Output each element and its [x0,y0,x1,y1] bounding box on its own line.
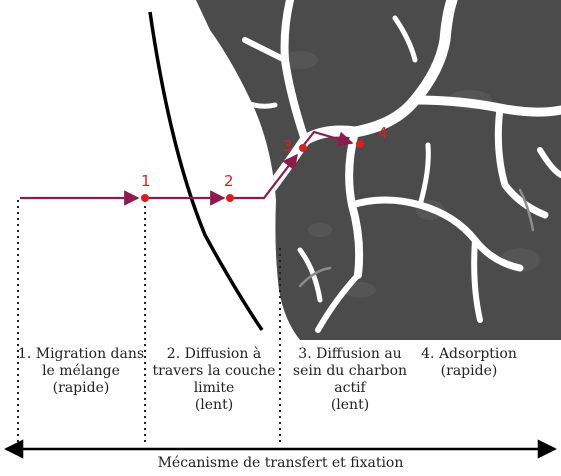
diagram-caption: Mécanisme de transfert et fixation [157,455,404,471]
point-2-marker [226,194,234,202]
point-2-number: 2 [224,172,234,190]
point-4-number: 4 [378,124,388,142]
arrow-pore-diffusion [302,130,354,147]
transfer-points: 1 2 3 4 [141,124,388,202]
transfer-path [20,130,354,206]
boundary-layer-line [148,11,264,331]
step-separators [17,200,281,444]
step-1-label: 1. Migration dans le mélange (rapide) [17,346,145,396]
step-3-label: 3. Diffusion au sein du charbon actif (l… [292,346,408,413]
step-4-label: 4. Adsorption (rapide) [421,346,517,379]
point-1-number: 1 [141,172,151,190]
carbon-grain [196,0,561,340]
point-4-marker [356,140,364,148]
point-1-marker [141,194,149,202]
point-3-marker [299,144,307,152]
pore-shadows [298,188,535,288]
step-2-label: 2. Diffusion à travers la couche limite … [152,346,276,413]
point-3-number: 3 [283,137,293,155]
arrow-pore-entry [232,153,298,200]
